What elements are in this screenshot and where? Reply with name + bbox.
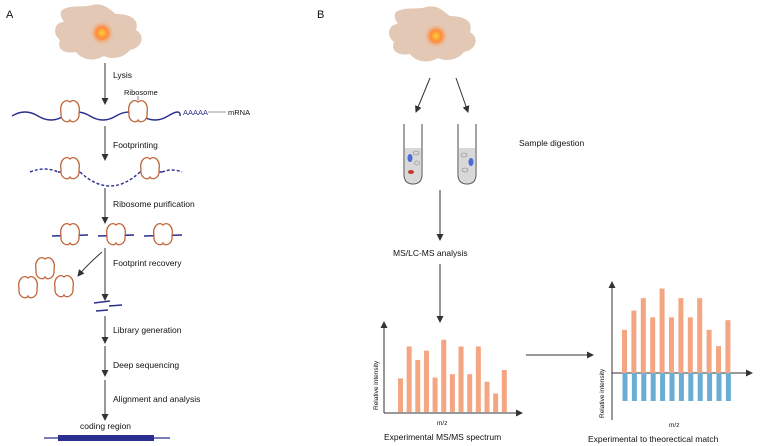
theoretical-bar (697, 373, 703, 401)
footprint-fragment (93, 300, 111, 304)
step-purification: Ribosome purification (113, 199, 195, 209)
spectrum-bar (484, 381, 490, 412)
mrna-label: mRNA (228, 108, 250, 117)
panel-b-label: B (317, 9, 324, 21)
free-ribosome-icon (17, 275, 39, 299)
ms-spectrum-chart: Relative intensity m/z (373, 321, 523, 427)
ribosome-icon (59, 156, 81, 180)
free-ribosome-icon (53, 274, 75, 298)
theoretical-bar (660, 373, 666, 401)
step-footprinting: Footprinting (113, 140, 158, 150)
panel-a-label: A (6, 9, 14, 21)
theoretical-bar (725, 373, 731, 401)
spectrum-bar (441, 339, 447, 412)
step-lysis: Lysis (113, 70, 132, 80)
coding-region-bar (58, 435, 154, 441)
poly-a-tail: AAAAA (183, 108, 208, 117)
footprint-fragment (95, 309, 109, 312)
theoretical-bar (669, 373, 675, 401)
theoretical-bar (716, 373, 722, 401)
step-recovery: Footprint recovery (113, 258, 182, 268)
x-axis-label: m/z (437, 420, 447, 427)
footprint-fragment (108, 304, 123, 307)
spectrum-caption: Experimental MS/MS spectrum (384, 432, 501, 442)
step-digestion: Sample digestion (519, 138, 584, 148)
theoretical-bar (688, 373, 694, 401)
step-alignment: Alignment and analysis (113, 394, 200, 404)
digested-mrna (29, 168, 183, 187)
experimental-bar (659, 288, 665, 373)
cell-b-icon (389, 6, 476, 62)
theoretical-bar (678, 373, 684, 401)
spectrum-bar (432, 377, 438, 412)
experimental-bar (631, 310, 637, 373)
ribosome-icon (59, 99, 81, 123)
experimental-bar (687, 317, 693, 373)
ribosome-icon (105, 222, 127, 246)
experimental-bar (678, 298, 684, 373)
spectrum-bar (449, 374, 455, 412)
y-axis-label: Relative intensity (599, 368, 606, 418)
arrow-to-tube-1 (415, 77, 431, 113)
spectrum-bar (398, 378, 403, 412)
experimental-bar (669, 317, 674, 373)
step-library: Library generation (113, 325, 182, 335)
spectrum-bar (406, 346, 412, 412)
theoretical-bar (641, 373, 647, 401)
experimental-bar (650, 317, 656, 373)
experimental-bar (640, 298, 646, 373)
spectrum-bar (493, 393, 499, 412)
x-axis-label: m/z (669, 422, 679, 429)
theoretical-bar (707, 373, 713, 401)
mrna-strand (11, 111, 181, 121)
experimental-bar (622, 329, 627, 373)
y-axis-label: Relative intensity (373, 360, 380, 410)
experimental-bar (706, 329, 712, 373)
ribosome-icon (59, 222, 81, 246)
sample-tube-1 (403, 124, 423, 185)
ribosome-icon (139, 156, 161, 180)
coding-region-label: coding region (80, 421, 131, 431)
free-ribosome-icon (34, 256, 56, 280)
experimental-bar (697, 298, 703, 373)
spectrum-bar (458, 346, 464, 412)
spectrum-bar (501, 370, 507, 412)
theoretical-bar (631, 373, 637, 401)
match-caption: Experimental to theorectical match (588, 434, 719, 444)
spectrum-bar (423, 350, 429, 412)
spectrum-bar (415, 359, 421, 412)
spectrum-bar (467, 374, 473, 412)
sample-tube-2 (457, 124, 477, 185)
step-analysis: MS/LC-MS analysis (393, 248, 468, 258)
ribosome-label: Ribosome (124, 88, 158, 97)
ribosome-icon (127, 99, 149, 123)
step-sequencing: Deep sequencing (113, 360, 179, 370)
ribosome-icon (152, 222, 174, 246)
experimental-bar (716, 346, 721, 373)
experimental-bar (725, 320, 731, 373)
theoretical-bar (622, 373, 628, 401)
spectrum-bar (475, 346, 481, 412)
arrow-to-tube-2 (455, 77, 470, 113)
theoretical-bar (650, 373, 656, 401)
cell-a-icon (55, 4, 142, 60)
match-chart: Relative intensity m/z (599, 281, 753, 429)
